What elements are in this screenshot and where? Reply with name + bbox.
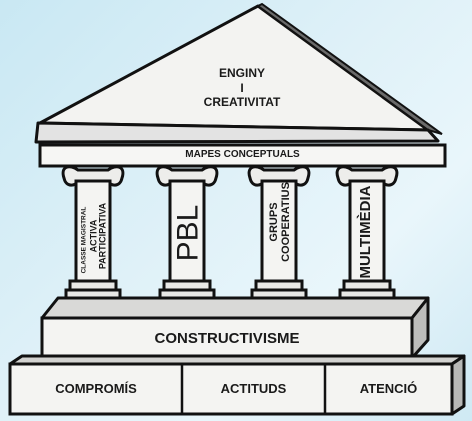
base-step-label: CONSTRUCTIVISME — [154, 330, 300, 347]
pediment-text-line3: CREATIVITAT — [203, 95, 281, 109]
column-4-text: MULTIMÈDIA — [357, 185, 375, 279]
column-2-text: PBL — [171, 204, 205, 262]
foundation — [8, 354, 466, 416]
architrave-label: MAPES CONCEPTUALS — [185, 149, 300, 160]
pediment — [34, 2, 443, 144]
pediment-text-line1: ENGINY — [218, 66, 265, 80]
column-1-text-line3: PARTICIPATIVA — [97, 202, 108, 270]
column-1 — [61, 165, 125, 300]
foundation-block-2: ACTITUDS — [220, 381, 287, 396]
pediment-text-line2: I — [240, 81, 244, 95]
base-step — [40, 296, 430, 360]
column-3-text-line1: GRUPS — [268, 202, 281, 242]
foundation-block-1: COMPROMÍS — [55, 381, 137, 396]
foundation-block-3: ATENCIÓ — [359, 381, 418, 396]
column-2 — [155, 165, 219, 300]
column-3 — [247, 165, 311, 300]
architrave — [38, 143, 447, 168]
column-3-text-line2: COOPERATIUS — [280, 182, 293, 262]
